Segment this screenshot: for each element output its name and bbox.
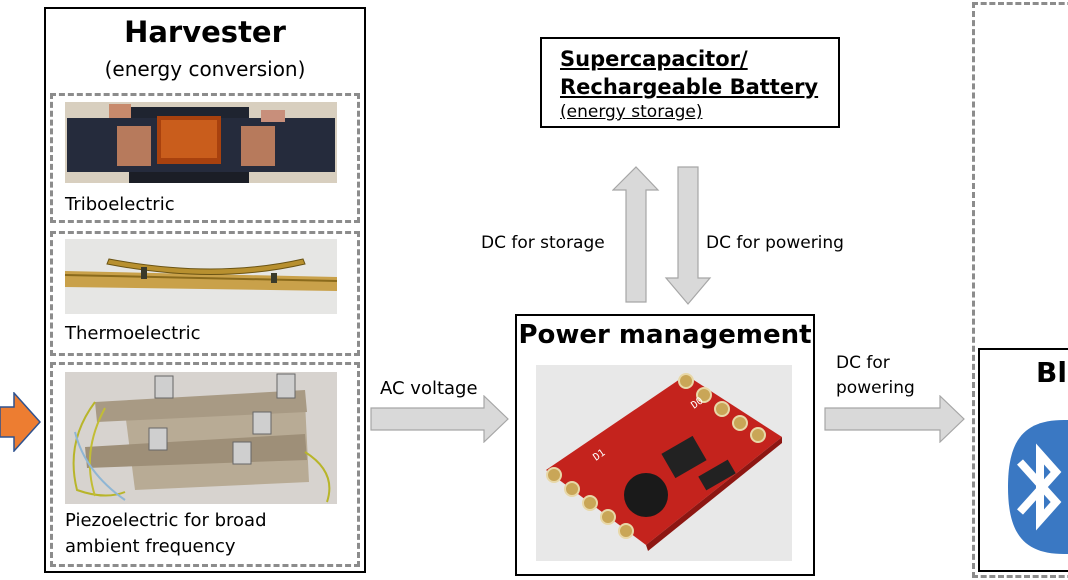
dc-storage-up-arrow bbox=[612, 166, 660, 303]
storage-subtitle: (energy storage) bbox=[560, 102, 703, 122]
piezoelectric-caption-line1: Piezoelectric for broad bbox=[65, 510, 267, 531]
dc-powering-label: DC for powering bbox=[706, 233, 844, 253]
piezoelectric-panel bbox=[50, 362, 360, 567]
bluetooth-icon bbox=[1008, 420, 1068, 554]
triboelectric-panel bbox=[50, 93, 360, 223]
dc-powering-out-arrow bbox=[824, 395, 965, 443]
storage-title-line1: Supercapacitor/ bbox=[560, 47, 748, 71]
dc-out-label-line2: powering bbox=[836, 378, 915, 398]
power-management-board-photo: D1 D0 bbox=[536, 365, 792, 561]
triboelectric-device-photo bbox=[65, 102, 337, 183]
bluetooth-title: Blu bbox=[1036, 356, 1068, 389]
dc-storage-label: DC for storage bbox=[481, 233, 605, 253]
ac-voltage-arrow bbox=[370, 395, 509, 443]
dc-out-label-line1: DC for bbox=[836, 353, 890, 373]
thermoelectric-panel bbox=[50, 231, 360, 356]
piezoelectric-device-photo bbox=[65, 372, 337, 504]
storage-title-line2: Rechargeable Battery bbox=[560, 75, 819, 99]
ac-voltage-label: AC voltage bbox=[380, 378, 478, 399]
thermoelectric-device-photo bbox=[65, 239, 337, 314]
storage-box: Supercapacitor/ Rechargeable Battery (en… bbox=[540, 37, 840, 128]
harvester-title: Harvester bbox=[124, 15, 286, 49]
device-container bbox=[972, 2, 1068, 578]
power-management-title: Power management bbox=[518, 320, 812, 350]
triboelectric-caption: Triboelectric bbox=[65, 194, 175, 215]
input-arrow bbox=[0, 392, 42, 452]
piezoelectric-caption-line2: ambient frequency bbox=[65, 536, 236, 557]
harvester-subtitle: (energy conversion) bbox=[104, 57, 306, 81]
thermoelectric-caption: Thermoelectric bbox=[65, 323, 201, 344]
dc-powering-down-arrow bbox=[664, 166, 712, 305]
